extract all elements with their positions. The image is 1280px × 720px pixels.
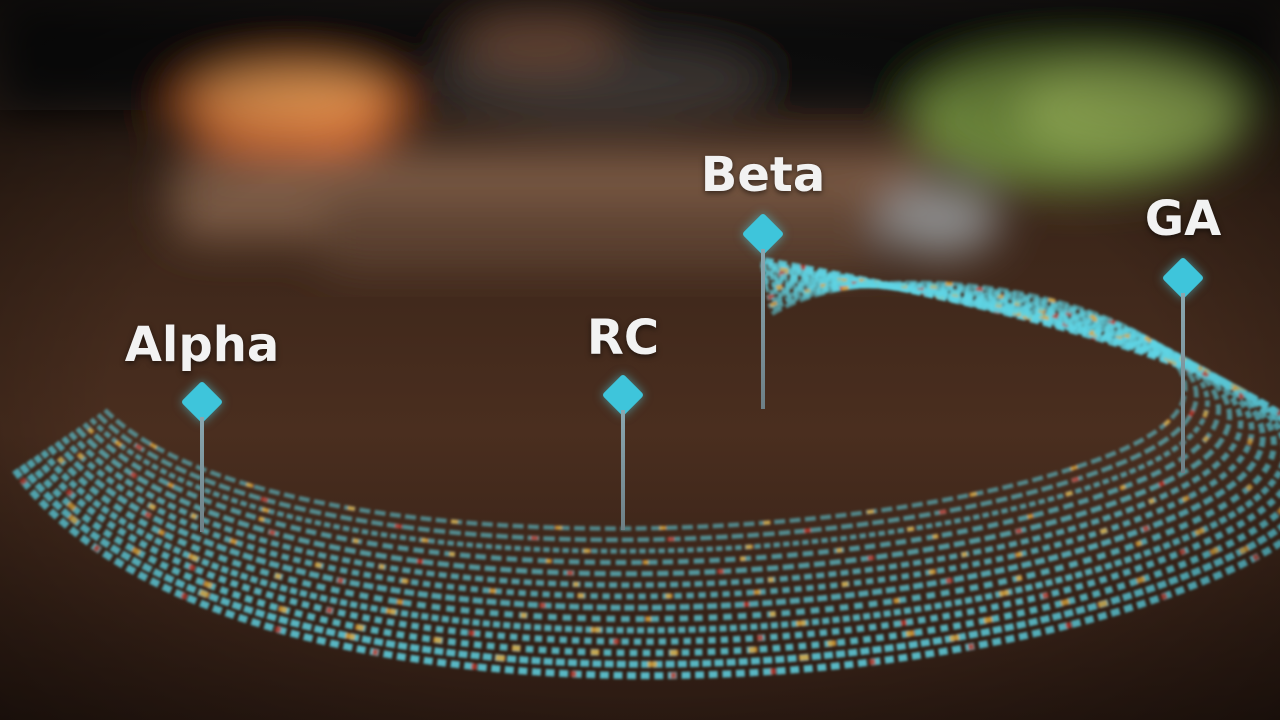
pin-stem — [1181, 293, 1185, 473]
milestone-label-beta: Beta — [700, 147, 826, 203]
milestone-label-alpha: Alpha — [124, 317, 280, 373]
milestone-label-rc: RC — [586, 310, 660, 366]
milestone-label-ga: GA — [1144, 191, 1222, 247]
pin-stem — [621, 410, 625, 530]
pin-stem — [761, 249, 765, 409]
pin-stem — [200, 417, 204, 532]
